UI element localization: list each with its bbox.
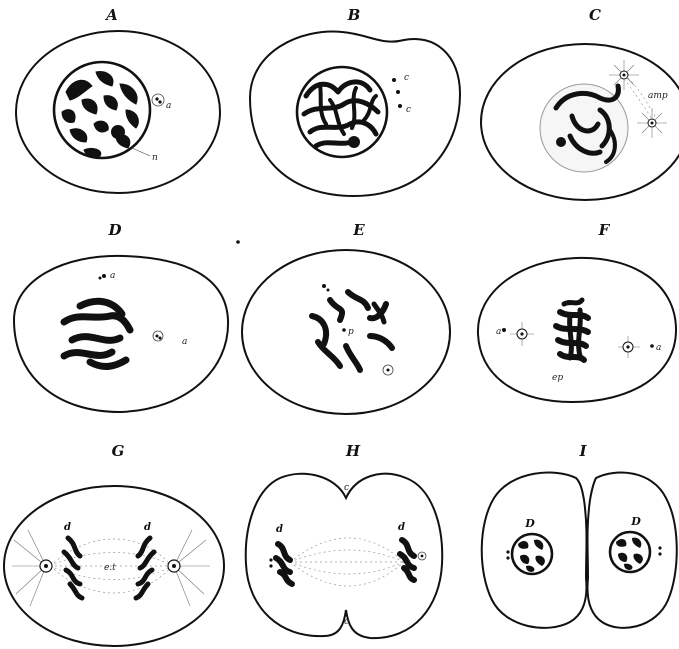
panel-g: G <box>4 442 224 646</box>
panel-i: I D D <box>482 442 677 628</box>
cell-h-label-c-top: c <box>344 483 349 493</box>
cell-d-label-a-upper: a <box>110 271 115 281</box>
cell-e-label-p: p <box>348 327 354 337</box>
cell-f-label-a-right: a <box>656 343 661 353</box>
cell-g-label-et: e.t <box>104 563 116 573</box>
panel-g-title: G <box>112 442 125 460</box>
panel-e: E p <box>242 221 450 414</box>
cell-c-nucleolus <box>556 137 566 147</box>
cell-d-label-a-right: a <box>182 337 187 347</box>
cell-e-membrane <box>242 250 450 414</box>
panel-d-title: D <box>107 221 121 239</box>
panel-a-title: A <box>104 6 118 24</box>
cell-a-nucleolus <box>111 125 125 139</box>
cell-h-label-c-bottom: c <box>344 617 349 627</box>
panel-c: C amp <box>481 6 679 200</box>
cell-g-label-d-right: d <box>144 522 151 533</box>
cell-b-label-c1: c <box>404 73 409 83</box>
panel-e-title: E <box>352 221 365 239</box>
panel-b-title: B <box>347 6 361 24</box>
cell-d-membrane <box>14 256 228 412</box>
cell-i-label-d-right: D <box>630 515 641 528</box>
cell-a-label-n: n <box>152 153 158 163</box>
cell-a-label-a: a <box>166 101 171 111</box>
panel-a: A a n <box>16 6 220 193</box>
panel-c-title: C <box>589 6 601 24</box>
cell-h-label-d-right: d <box>398 522 405 533</box>
cell-b-nucleolus <box>348 136 360 148</box>
cell-f-label-ep: ep <box>552 373 563 383</box>
panel-f: F a ep a <box>478 221 676 402</box>
cell-i-label-d-left: D <box>524 517 535 530</box>
panel-i-title: I <box>578 442 587 460</box>
panel-d: D a a <box>14 221 228 412</box>
panel-h: H c c d d <box>246 442 442 638</box>
panel-b: B c c <box>250 6 460 196</box>
cell-f-label-a-left: a <box>496 327 501 337</box>
cell-h-label-d-left: d <box>276 524 283 535</box>
stray-mark <box>236 240 240 244</box>
cell-g-label-d-left: d <box>64 522 71 533</box>
panel-f-title: F <box>598 221 611 239</box>
panel-h-title: H <box>345 442 361 460</box>
cell-c-label-amp: amp <box>648 91 668 101</box>
cell-b-label-c2: c <box>406 105 411 115</box>
